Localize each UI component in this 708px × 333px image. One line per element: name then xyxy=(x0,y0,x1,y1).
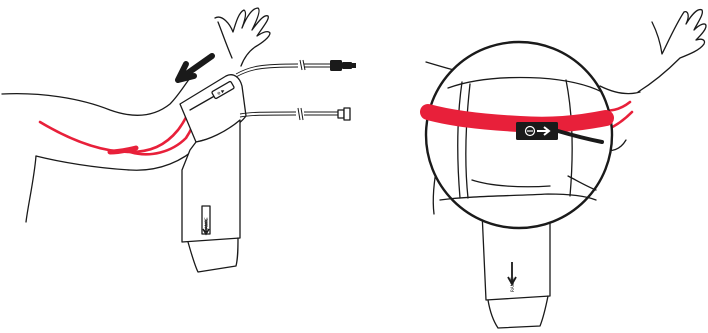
cable-connector-icon xyxy=(330,60,342,71)
left-cuff-marker xyxy=(211,80,235,100)
right-down-arrow-icon xyxy=(507,262,517,286)
left-hand xyxy=(214,7,271,67)
hose-connector-icon xyxy=(337,109,345,119)
magnified-cuff xyxy=(420,76,614,201)
left-arm-outline-top xyxy=(1,77,191,116)
right-cuff-tail xyxy=(481,208,551,301)
left-cuff-tail xyxy=(181,119,241,243)
left-arm-outline-bottom xyxy=(35,145,199,171)
left-down-arrow-icon xyxy=(202,220,210,236)
left-cable-top xyxy=(235,63,299,75)
left-cable-bottom xyxy=(239,111,297,115)
direction-arrow-icon xyxy=(175,53,215,83)
left-artery-branch xyxy=(128,114,198,156)
left-cuff-marker-text: ⊕ ▶ xyxy=(216,87,226,96)
left-artery-lower xyxy=(38,106,192,154)
figure-right: RANGE xyxy=(420,8,707,329)
right-hand xyxy=(637,8,707,93)
marker-arrow-icon xyxy=(537,126,551,136)
figure-left: ⊕ ▶ RANGE xyxy=(1,7,356,273)
